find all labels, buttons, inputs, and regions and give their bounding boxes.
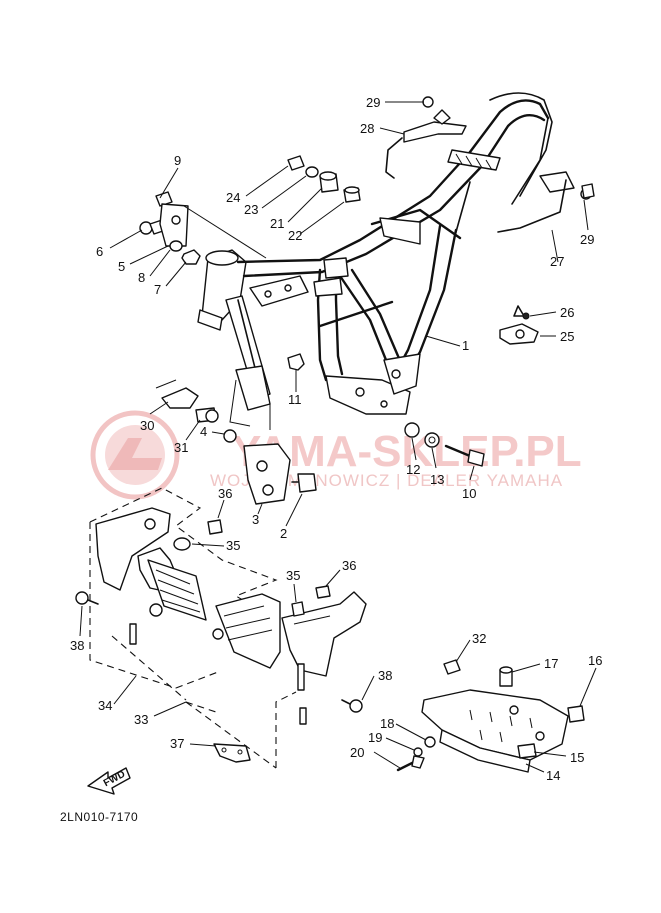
clip-25 — [499, 305, 539, 345]
label-13: 13 — [430, 472, 444, 487]
label-29b: 29 — [580, 232, 594, 247]
label-26: 26 — [560, 305, 574, 320]
small-hardware-upper — [139, 155, 361, 265]
label-19: 19 — [368, 730, 382, 745]
label-21: 21 — [270, 216, 284, 231]
label-28: 28 — [360, 121, 374, 136]
label-2: 2 — [280, 526, 287, 541]
diagram-code: 2LN010-7170 — [60, 810, 138, 824]
forward-arrow-icon — [87, 767, 131, 795]
fwd-arrow: FWD — [87, 767, 131, 795]
label-14: 14 — [546, 768, 560, 783]
label-32: 32 — [472, 631, 486, 646]
rear-bracket-28 — [385, 96, 467, 179]
label-34: 34 — [98, 698, 112, 713]
label-37: 37 — [170, 736, 184, 751]
label-11: 11 — [288, 392, 302, 407]
label-18: 18 — [380, 716, 394, 731]
label-25: 25 — [560, 329, 574, 344]
clip-37 — [213, 743, 251, 763]
rubber-mounts-left — [173, 519, 223, 551]
label-22: 22 — [288, 228, 302, 243]
label-4: 4 — [200, 424, 207, 439]
label-27: 27 — [550, 254, 564, 269]
watermark: YAMA-SKLEP.PL WOJCIK MANOWICZ | DEALER Y… — [90, 410, 582, 500]
label-31: 31 — [174, 440, 188, 455]
label-6: 6 — [96, 244, 103, 259]
label-7: 7 — [154, 282, 161, 297]
lower-assembly-outline — [89, 487, 297, 769]
label-10: 10 — [462, 486, 476, 501]
part-labels: 29 28 9 24 23 21 22 6 5 8 7 29 27 26 25 … — [70, 95, 602, 783]
label-38a: 38 — [70, 638, 84, 653]
label-9: 9 — [174, 153, 181, 168]
label-15: 15 — [570, 750, 584, 765]
label-12: 12 — [406, 462, 420, 477]
bolts-38 — [75, 591, 363, 713]
label-1: 1 — [462, 338, 469, 353]
label-23: 23 — [244, 202, 258, 217]
label-36a: 36 — [218, 486, 232, 501]
label-24: 24 — [226, 190, 240, 205]
label-16: 16 — [588, 653, 602, 668]
label-38b: 38 — [378, 668, 392, 683]
label-30: 30 — [140, 418, 154, 433]
lower-left-guard — [95, 507, 207, 645]
label-36b: 36 — [342, 558, 356, 573]
watermark-logo-icon — [90, 410, 180, 500]
label-20: 20 — [350, 745, 364, 760]
main-frame — [197, 92, 553, 415]
engine-mount-parts — [155, 353, 485, 505]
label-35a: 35 — [226, 538, 240, 553]
label-35b: 35 — [286, 568, 300, 583]
label-33: 33 — [134, 712, 148, 727]
lower-right-guard — [212, 585, 367, 725]
label-3: 3 — [252, 512, 259, 527]
label-29a: 29 — [366, 95, 380, 110]
label-5: 5 — [118, 259, 125, 274]
leader-lines — [79, 101, 597, 773]
label-8: 8 — [138, 270, 145, 285]
rear-bracket-27 — [497, 171, 595, 233]
label-17: 17 — [544, 656, 558, 671]
skid-plate — [396, 659, 585, 773]
